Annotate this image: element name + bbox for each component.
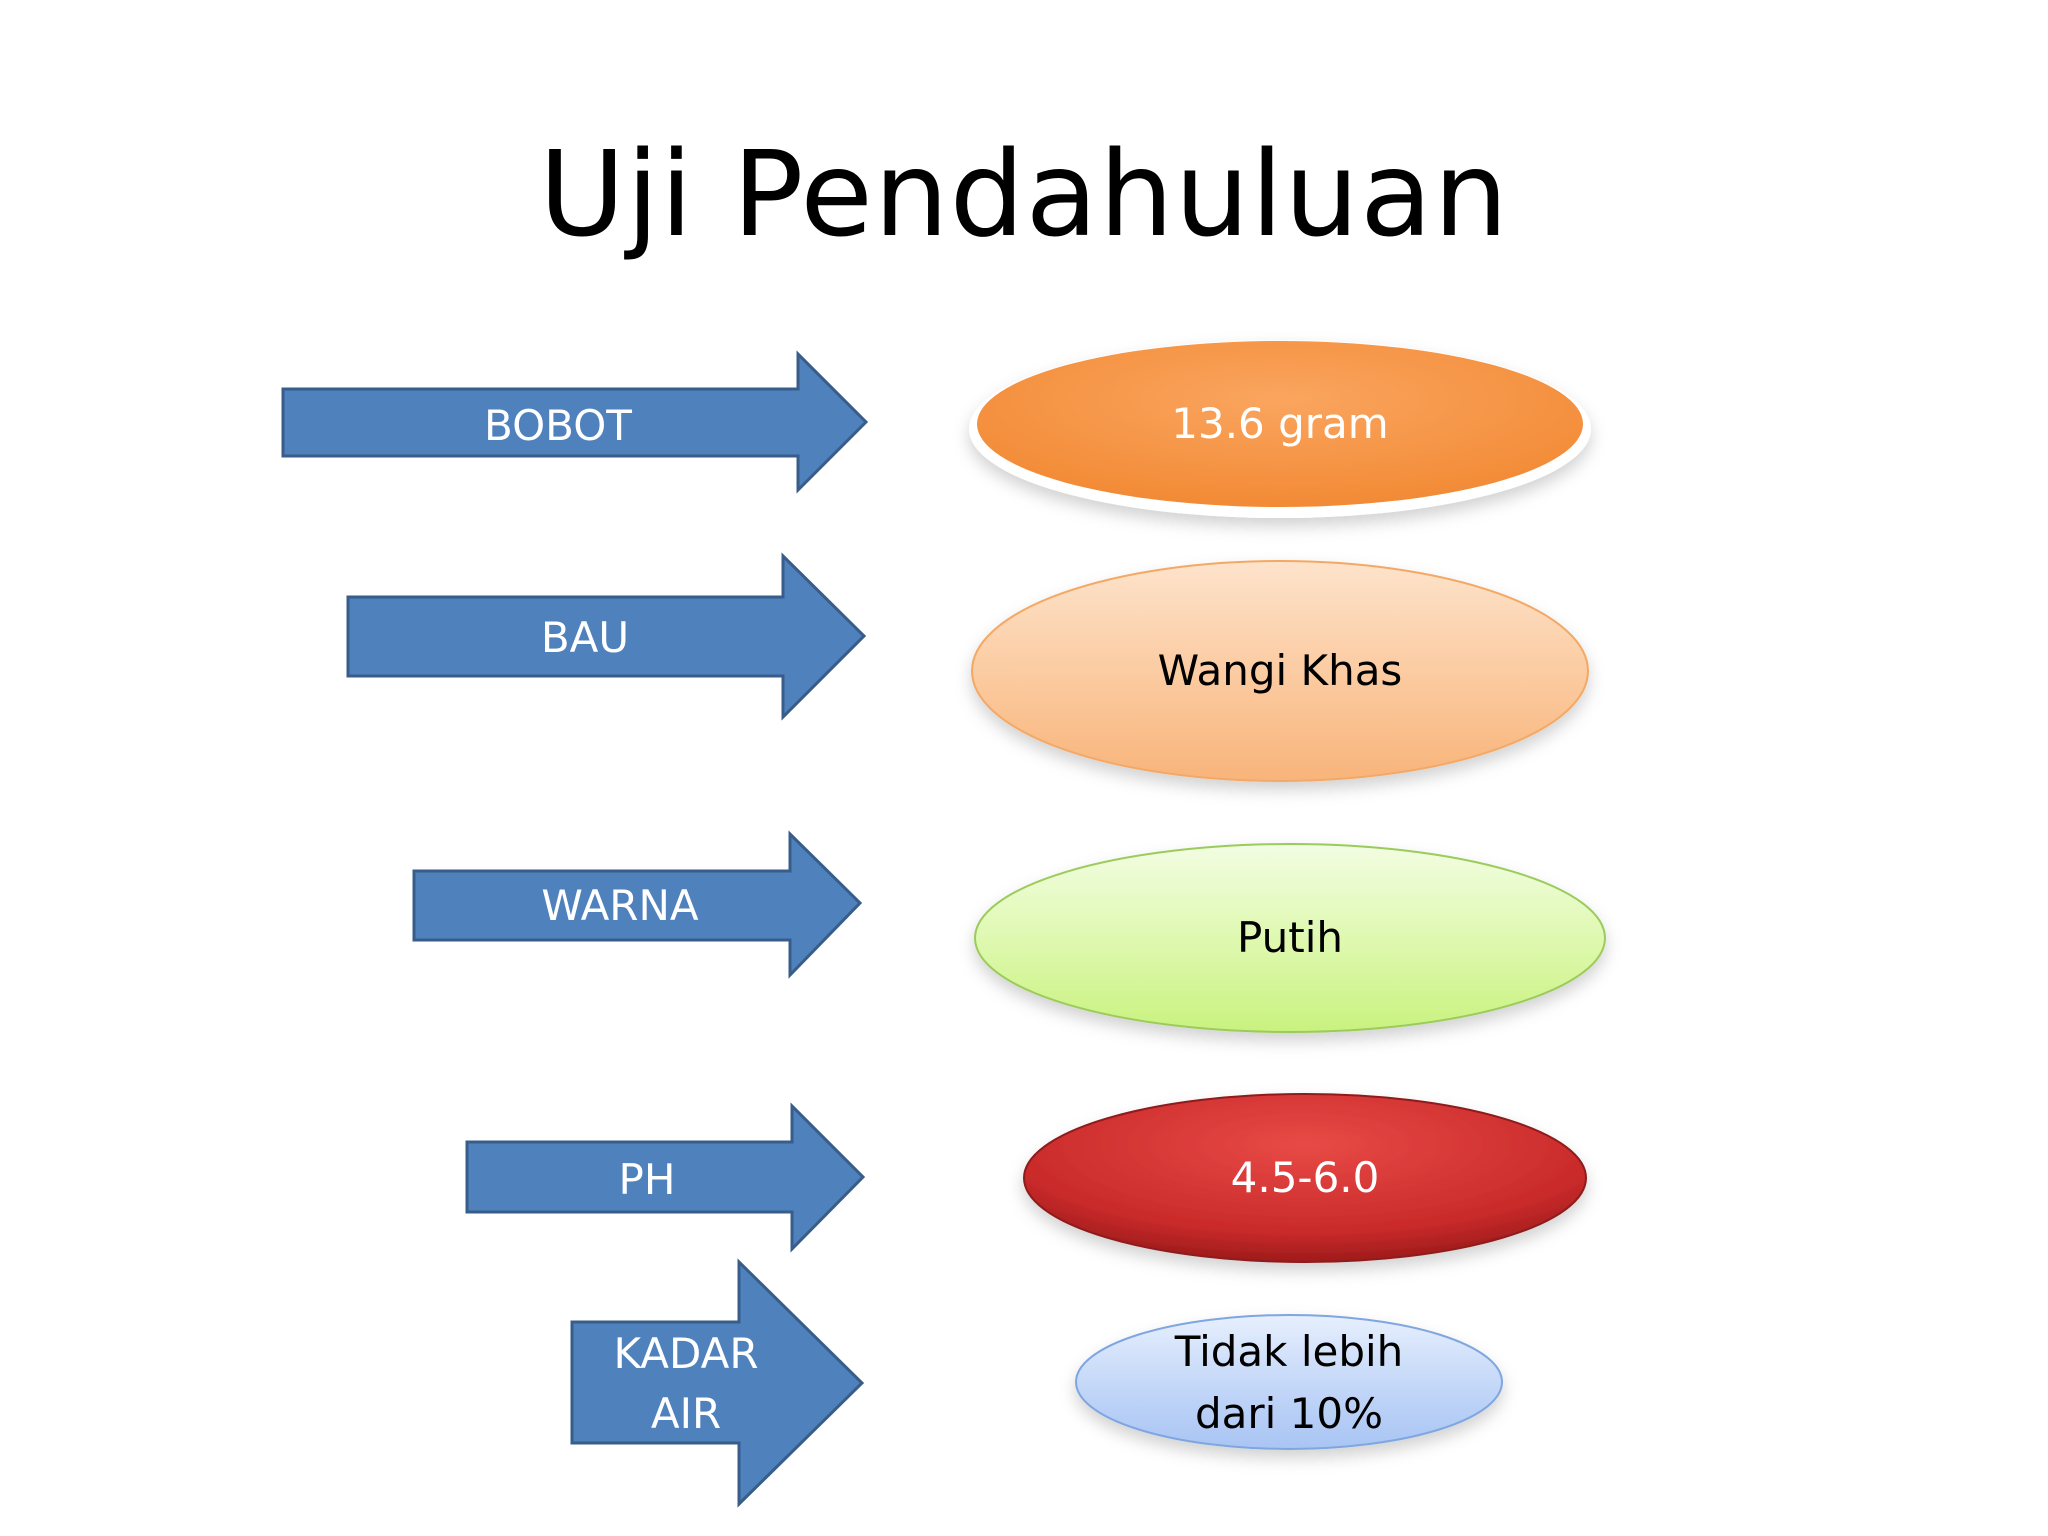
arrow-ph: PH bbox=[465, 1102, 866, 1253]
arrow-warna: WARNA bbox=[412, 830, 863, 979]
arrow-label-air: AIR bbox=[651, 1389, 721, 1438]
value-text-bobot: 13.6 gram bbox=[1171, 399, 1388, 448]
arrow-label-kadar: KADAR bbox=[613, 1329, 758, 1378]
arrow-bobot: BOBOT bbox=[281, 350, 869, 494]
value-ellipse-bobot: 13.6 gram bbox=[969, 340, 1591, 518]
arrow-bau: BAU bbox=[346, 552, 867, 721]
value-ellipse-warna: Putih bbox=[974, 843, 1606, 1033]
value-text-ph: 4.5-6.0 bbox=[1231, 1153, 1380, 1202]
value-ellipse-ph: 4.5-6.0 bbox=[1023, 1093, 1587, 1263]
value-text-bau: Wangi Khas bbox=[1158, 646, 1403, 695]
value-ellipse-bau: Wangi Khas bbox=[971, 560, 1589, 782]
value-text-warna: Putih bbox=[1237, 913, 1343, 962]
value-ellipse-kadar-air: Tidak lebih dari 10% bbox=[1075, 1314, 1503, 1450]
arrow-label-warna: WARNA bbox=[541, 881, 699, 930]
slide-title: Uji Pendahuluan bbox=[538, 125, 1510, 263]
value-text-kadar-line2: dari 10% bbox=[1195, 1389, 1383, 1438]
arrow-label-ph: PH bbox=[619, 1155, 676, 1204]
arrow-kadar-air: KADAR AIR bbox=[570, 1258, 865, 1508]
arrow-label-bobot: BOBOT bbox=[484, 401, 632, 450]
arrow-label-bau: BAU bbox=[541, 613, 629, 662]
value-text-kadar-line1: Tidak lebih bbox=[1174, 1327, 1404, 1376]
